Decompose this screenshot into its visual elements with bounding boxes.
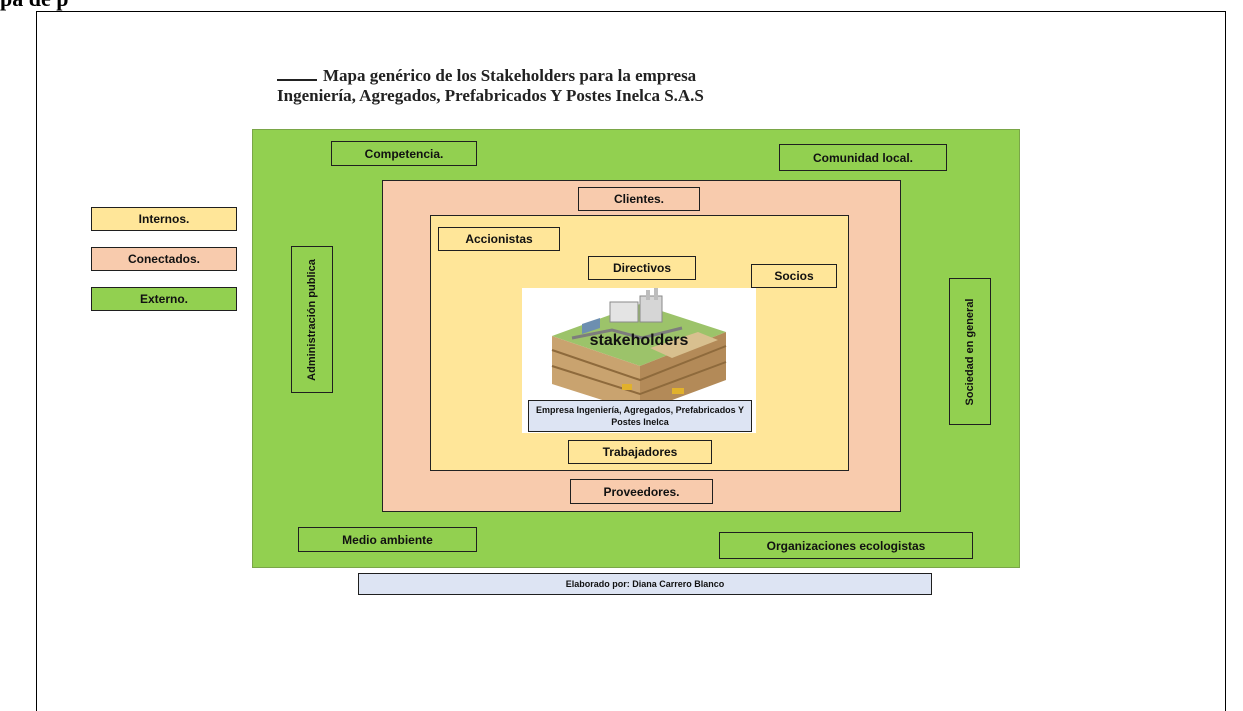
label-medio-ambiente: Medio ambiente — [298, 527, 477, 552]
label-competencia: Competencia. — [331, 141, 477, 166]
label-administracion-publica: Administración publica — [291, 246, 333, 393]
title-line-1: Mapa genérico de los Stakeholders para l… — [323, 66, 697, 85]
legend-conectados: Conectados. — [91, 247, 237, 271]
page-heading: pa de p — [0, 0, 68, 12]
title-line-2: Ingeniería, Agregados, Prefabricados Y P… — [277, 86, 704, 105]
label-sociedad-en-general: Sociedad en general — [949, 278, 991, 425]
legend-internos: Internos. — [91, 207, 237, 231]
administracion-publica-text: Administración publica — [306, 258, 318, 381]
author-credit: Elaborado por: Diana Carrero Blanco — [358, 573, 932, 595]
stakeholders-caption: stakeholders — [589, 332, 689, 349]
legend-externo: Externo. — [91, 287, 237, 311]
terrain-block-icon — [551, 288, 727, 412]
diagram-title: Mapa genérico de los Stakeholders para l… — [277, 66, 704, 106]
label-clientes: Clientes. — [578, 187, 700, 211]
sociedad-en-general-text: Sociedad en general — [964, 298, 976, 405]
label-trabajadores: Trabajadores — [568, 440, 712, 464]
label-accionistas: Accionistas — [438, 227, 560, 251]
company-name-box: Empresa Ingeniería, Agregados, Prefabric… — [528, 400, 752, 432]
label-organizaciones-ecologistas: Organizaciones ecologistas — [719, 532, 973, 559]
label-proveedores: Proveedores. — [570, 479, 713, 504]
label-socios: Socios — [751, 264, 837, 288]
label-comunidad-local: Comunidad local. — [779, 144, 947, 171]
label-directivos: Directivos — [588, 256, 696, 280]
title-blank — [277, 66, 317, 81]
document-frame — [36, 11, 1226, 711]
